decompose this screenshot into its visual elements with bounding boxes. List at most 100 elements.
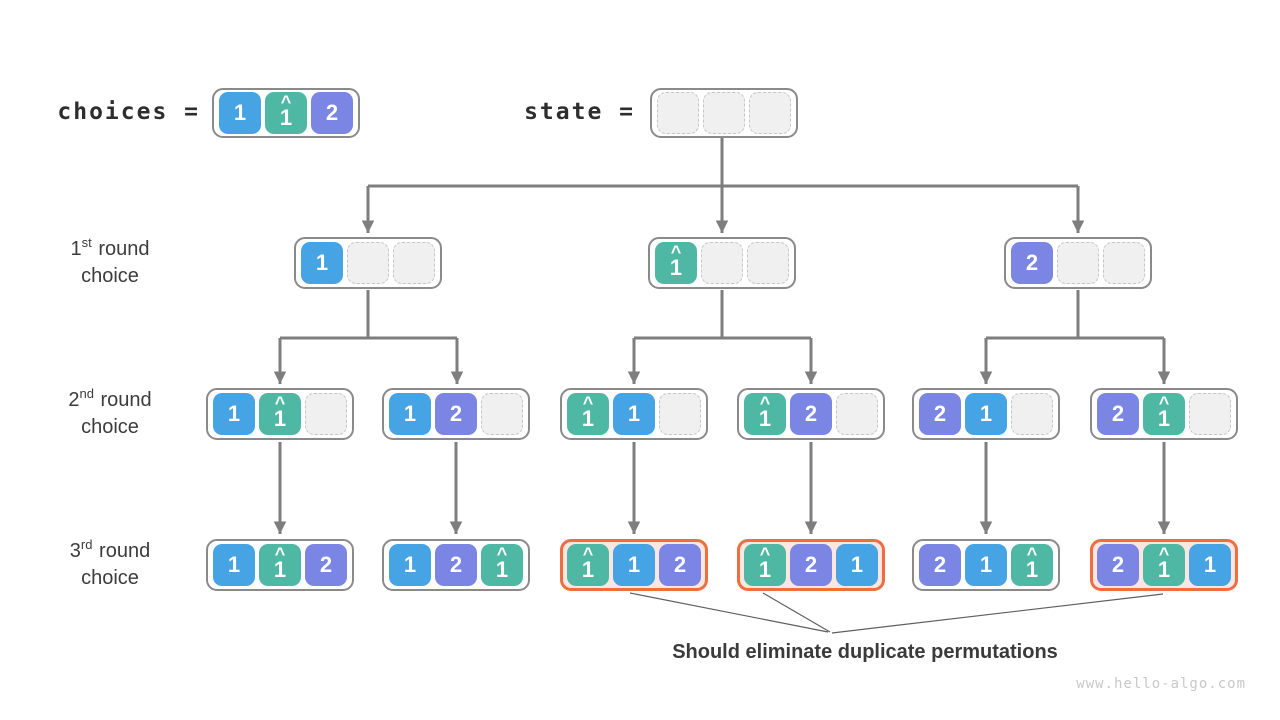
state-label: state = bbox=[524, 99, 635, 125]
cell-number: 2 bbox=[449, 401, 463, 426]
empty-slot bbox=[1011, 393, 1053, 435]
choice-cell-blue: 1 bbox=[389, 544, 431, 586]
cell-number: 1 bbox=[979, 401, 993, 426]
choice-cell-teal: ^1 bbox=[567, 544, 609, 586]
round-3-ordinal: 3 bbox=[69, 540, 81, 562]
cell-number: 2 bbox=[1111, 401, 1125, 426]
cell-number: 1 bbox=[279, 104, 293, 130]
choice-cell-teal: ^1 bbox=[567, 393, 609, 435]
cell-number: 1 bbox=[758, 556, 772, 582]
round-3-rest: round bbox=[93, 540, 151, 562]
choice-cell-purple: 2 bbox=[919, 544, 961, 586]
empty-slot bbox=[749, 92, 791, 134]
cell-number: 2 bbox=[804, 401, 818, 426]
choice-cell-purple: 2 bbox=[1097, 393, 1139, 435]
round-2-label-line2: choice bbox=[81, 416, 139, 438]
empty-slot bbox=[747, 242, 789, 284]
cell-number: 1 bbox=[273, 556, 287, 582]
choice-cell-teal: ^1 bbox=[744, 393, 786, 435]
round-1-ordinal: 1 bbox=[70, 238, 82, 260]
node-level1-3: 2 bbox=[1004, 237, 1152, 289]
cell-number: 1 bbox=[403, 552, 417, 577]
hat-mark: ^ bbox=[1158, 543, 1170, 564]
hat-mark: ^ bbox=[1026, 543, 1038, 564]
round-1-rest: round bbox=[92, 238, 150, 260]
cell-number: 1 bbox=[1203, 552, 1217, 577]
cell-number: 2 bbox=[1111, 552, 1125, 577]
round-2-label: 2nd round choice bbox=[30, 387, 190, 441]
cell-number: 2 bbox=[1025, 250, 1039, 275]
empty-slot bbox=[701, 242, 743, 284]
empty-slot bbox=[481, 393, 523, 435]
empty-slot bbox=[1057, 242, 1099, 284]
cell-number: 1 bbox=[403, 401, 417, 426]
choice-cell-blue: 1 bbox=[613, 544, 655, 586]
node-level2-4: ^1 2 bbox=[737, 388, 885, 440]
node-level1-1: 1 bbox=[294, 237, 442, 289]
choice-cell-purple: 2 bbox=[659, 544, 701, 586]
hat-mark: ^ bbox=[274, 543, 286, 564]
round-2-label-line1: 2nd round bbox=[30, 387, 190, 414]
round-3-suffix: rd bbox=[80, 537, 93, 553]
empty-slot bbox=[1103, 242, 1145, 284]
choice-cell-purple: 2 bbox=[1097, 544, 1139, 586]
choice-cell-teal: ^1 bbox=[1143, 544, 1185, 586]
cell-number: 2 bbox=[933, 401, 947, 426]
choice-cell-teal: ^1 bbox=[259, 544, 301, 586]
choice-cell-teal: ^1 bbox=[481, 544, 523, 586]
round-1-label-line1: 1st round bbox=[30, 236, 190, 263]
hat-mark: ^ bbox=[759, 543, 771, 564]
cell-number: 1 bbox=[233, 100, 247, 125]
hat-mark: ^ bbox=[496, 543, 508, 564]
cell-number: 2 bbox=[449, 552, 463, 577]
choice-cell-teal: ^1 bbox=[1011, 544, 1053, 586]
hat-mark: ^ bbox=[1158, 392, 1170, 413]
round-3-label-line1: 3rd round bbox=[30, 538, 190, 565]
empty-slot bbox=[836, 393, 878, 435]
cell-number: 1 bbox=[850, 552, 864, 577]
cell-number: 1 bbox=[581, 405, 595, 431]
choice-cell-teal: ^1 bbox=[744, 544, 786, 586]
watermark: www.hello-algo.com bbox=[1076, 676, 1246, 692]
round-3-label: 3rd round choice bbox=[30, 538, 190, 592]
cell-number: 1 bbox=[1157, 556, 1171, 582]
hat-mark: ^ bbox=[670, 241, 682, 262]
cell-number: 2 bbox=[325, 100, 339, 125]
choice-cell-purple: 2 bbox=[790, 393, 832, 435]
node-level3-2: 1 2 ^1 bbox=[382, 539, 530, 591]
duplicate-annotation: Should eliminate duplicate permutations bbox=[672, 641, 1058, 663]
cell-number: 2 bbox=[933, 552, 947, 577]
cell-number: 1 bbox=[669, 254, 683, 280]
hat-mark: ^ bbox=[274, 392, 286, 413]
hat-mark: ^ bbox=[280, 91, 292, 112]
choices-label: choices = bbox=[57, 99, 200, 125]
hat-mark: ^ bbox=[759, 392, 771, 413]
empty-slot bbox=[1189, 393, 1231, 435]
choice-cell-blue: 1 bbox=[1189, 544, 1231, 586]
empty-slot bbox=[659, 393, 701, 435]
cell-number: 2 bbox=[319, 552, 333, 577]
cell-number: 1 bbox=[315, 250, 329, 275]
cell-number: 1 bbox=[1157, 405, 1171, 431]
choice-cell-blue: 1 bbox=[389, 393, 431, 435]
choice-cell-blue: 1 bbox=[613, 393, 655, 435]
choice-cell-purple: 2 bbox=[311, 92, 353, 134]
empty-slot bbox=[347, 242, 389, 284]
choice-cell-blue: 1 bbox=[965, 544, 1007, 586]
round-3-label-line2: choice bbox=[81, 567, 139, 589]
choice-cell-teal: ^1 bbox=[259, 393, 301, 435]
choice-cell-purple: 2 bbox=[435, 393, 477, 435]
choice-cell-blue: 1 bbox=[219, 92, 261, 134]
cell-number: 1 bbox=[227, 552, 241, 577]
cell-number: 1 bbox=[273, 405, 287, 431]
cell-number: 1 bbox=[227, 401, 241, 426]
choice-cell-blue: 1 bbox=[301, 242, 343, 284]
